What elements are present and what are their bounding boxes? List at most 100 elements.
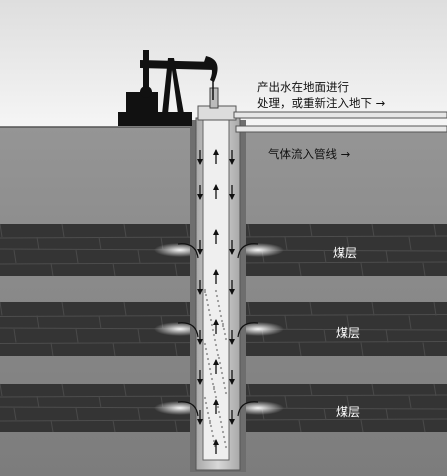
bubble: [213, 390, 217, 394]
coal-cleat-line: [284, 395, 288, 409]
bubble: [209, 372, 213, 376]
arrow-down-icon: [229, 280, 235, 295]
water-note-line2: 处理，或重新注入地下 →: [257, 96, 386, 110]
bubble: [221, 324, 225, 328]
coal-cleat-line: [36, 315, 40, 330]
arrow-down-icon: [229, 150, 235, 165]
bubble: [220, 425, 224, 429]
coal-cleat-line: [61, 301, 65, 316]
coal-cleat-line: [75, 328, 79, 343]
coal-cleat-line: [346, 395, 350, 409]
arrow-head: [213, 229, 219, 235]
arrow-head: [197, 249, 203, 255]
coal-cleat-line: [284, 315, 288, 330]
bubble: [213, 338, 217, 342]
arrow-head: [197, 339, 203, 345]
water-treatment-note: 产出水在地面进行 处理，或重新注入地下 →: [257, 79, 385, 111]
arrow-head: [229, 249, 235, 255]
bubble: [211, 434, 215, 438]
coal-cleat-line: [284, 236, 288, 251]
bubble: [219, 420, 223, 424]
arrow-up-icon: [213, 269, 219, 284]
bubble: [218, 415, 222, 419]
bubble: [208, 419, 212, 423]
bubble: [214, 395, 218, 399]
coal-cleat-line: [360, 262, 364, 277]
gas-pipe: [235, 125, 447, 133]
bubble: [211, 382, 215, 386]
bubble: [216, 353, 220, 357]
bubble: [206, 303, 210, 307]
bubble: [205, 406, 209, 410]
bubble: [221, 322, 225, 326]
coal-cleat-line: [247, 223, 251, 238]
inflow-arrow-icon: [177, 322, 199, 338]
arrow-head: [229, 289, 235, 295]
bubble: [204, 347, 208, 351]
coal-cleat-line: [323, 249, 327, 264]
coal-cleat-line: [50, 262, 54, 277]
coal-cleat-line: [185, 383, 189, 397]
arrow-head: [229, 339, 235, 345]
gas-note-text: 气体流入管线: [268, 147, 337, 161]
coal-seam-label: 煤层: [333, 246, 358, 260]
bubble: [205, 298, 209, 302]
coal-cleat-line: [185, 301, 189, 316]
bubble: [209, 424, 213, 428]
arrow-right-icon: →: [340, 147, 351, 161]
bubble: [204, 293, 208, 297]
coal-cleat-line: [385, 407, 389, 421]
coal-cleat-line: [323, 407, 327, 421]
arrow-head: [229, 194, 235, 200]
bubble: [223, 332, 227, 336]
inflow-arrow-icon: [177, 401, 199, 417]
coal-cleat-line: [433, 301, 437, 316]
coal-cleat-line: [174, 419, 178, 433]
coal-cleat-line: [13, 328, 17, 343]
coal-cleat-line: [50, 342, 54, 357]
coal-cleat-line: [422, 342, 426, 357]
coal-cleat-line: [309, 223, 313, 238]
bubble: [219, 314, 223, 318]
bubble: [220, 371, 224, 375]
coal-cleat-line: [422, 419, 426, 433]
inflow-arrow-icon: [237, 243, 259, 259]
coal-cleat-line: [309, 383, 313, 397]
arrow-head: [213, 184, 219, 190]
bubble: [207, 416, 211, 420]
coal-cleat-line: [174, 262, 178, 277]
coal-cleat-line: [360, 342, 364, 357]
arrow-down-icon: [197, 330, 203, 345]
arrow-up-icon: [213, 439, 219, 454]
arrow-head: [229, 419, 235, 425]
coal-cleat-line: [75, 407, 79, 421]
arrow-head: [229, 159, 235, 165]
bubble: [216, 299, 220, 303]
arrow-up-icon: [213, 399, 219, 414]
coal-cleat-line: [298, 262, 302, 277]
bubble: [210, 429, 214, 433]
coal-cleat-line: [433, 383, 437, 397]
bubble: [221, 430, 225, 434]
coal-cleat-line: [408, 315, 412, 330]
bubble: [219, 366, 223, 370]
bubble: [215, 294, 219, 298]
coal-cleat-line: [123, 301, 127, 316]
coal-cleat-line: [50, 419, 54, 433]
bubble: [212, 387, 216, 391]
bubble: [222, 327, 226, 331]
arrow-up-icon: [213, 149, 219, 164]
bubble: [208, 367, 212, 371]
coal-cleat-line: [371, 223, 375, 238]
arrow-up-icon: [213, 319, 219, 334]
coal-cleat-line: [112, 419, 116, 433]
coal-cleat-line: [408, 395, 412, 409]
bubble: [224, 337, 228, 341]
arrow-down-icon: [197, 150, 203, 165]
arrow-right-icon: →: [375, 96, 386, 110]
bubble: [214, 289, 218, 293]
coal-cleat-line: [360, 419, 364, 433]
bubble: [207, 308, 211, 312]
bubble: [212, 333, 216, 337]
